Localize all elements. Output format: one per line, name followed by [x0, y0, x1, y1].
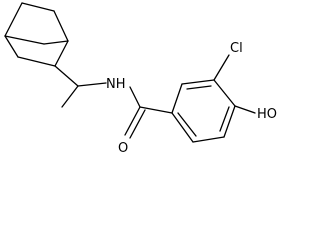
chlorine-label: Cl: [230, 41, 243, 56]
ethylidene-linker: [54, 65, 107, 108]
norbornane-cage: [4, 2, 69, 67]
chemical-structure: NH Cl HO O: [4, 2, 277, 156]
substituent-bonds: [213, 54, 256, 114]
benzene-ring: [171, 79, 236, 143]
carbonyl-oxygen-label: O: [118, 141, 128, 156]
nh-label: NH: [106, 77, 126, 92]
amide-group: [124, 86, 173, 139]
hydroxyl-label: HO: [257, 107, 277, 122]
